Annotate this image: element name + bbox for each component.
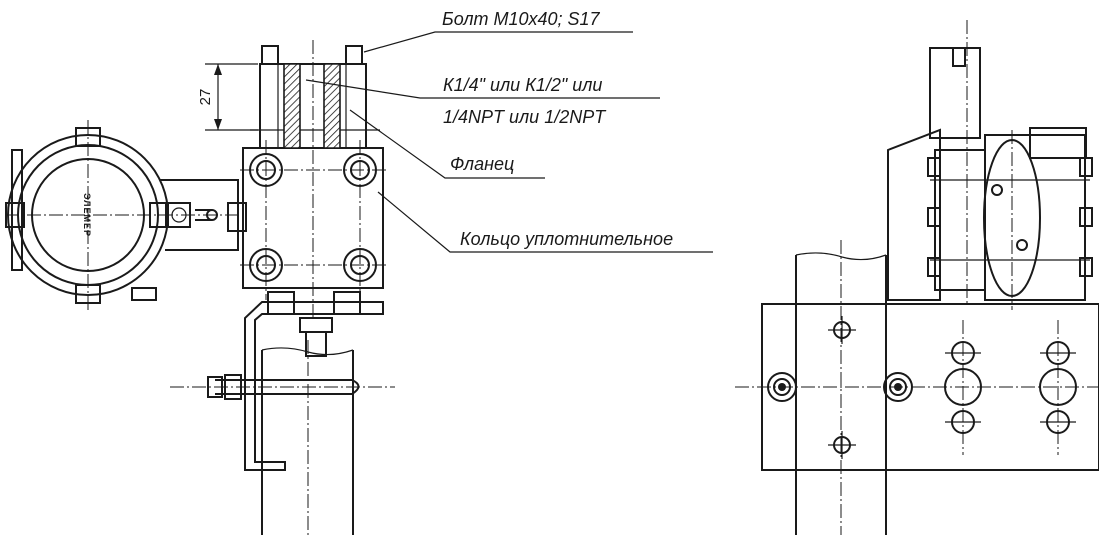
valve-manifold-block (735, 303, 1099, 471)
manifold-bolt (767, 372, 797, 402)
u-bolt (170, 374, 395, 400)
manifold-port (828, 316, 856, 344)
manifold-port (944, 320, 982, 455)
mounting-pipe (261, 340, 354, 535)
side-view (735, 20, 1099, 535)
bolt-callout: Болт М10х40; S17 (442, 9, 601, 29)
manifold-port (828, 431, 856, 459)
leader-lines (305, 31, 713, 253)
dimension-value: 27 (197, 89, 214, 106)
seal-ring-callout: Кольцо уплотнительное (460, 229, 673, 249)
transmitter-side (887, 20, 1093, 310)
mounting-bracket (244, 291, 384, 471)
front-view: ЭЛЕМЕР (5, 31, 713, 535)
thread-callout-line1: К1/4" или К1/2" или (443, 75, 602, 95)
manifold-bolt (883, 372, 913, 402)
top-connector (259, 45, 367, 149)
thread-callout-line2: 1/4NPT или 1/2NPT (443, 107, 607, 127)
flange-block (240, 40, 386, 320)
manifold-port (1039, 320, 1077, 455)
flange-callout: Фланец (450, 154, 514, 174)
housing-brand-label: ЭЛЕМЕР (82, 193, 92, 237)
dimension-27: 27 (197, 63, 258, 131)
transmitter-housing: ЭЛЕМЕР (5, 120, 247, 310)
